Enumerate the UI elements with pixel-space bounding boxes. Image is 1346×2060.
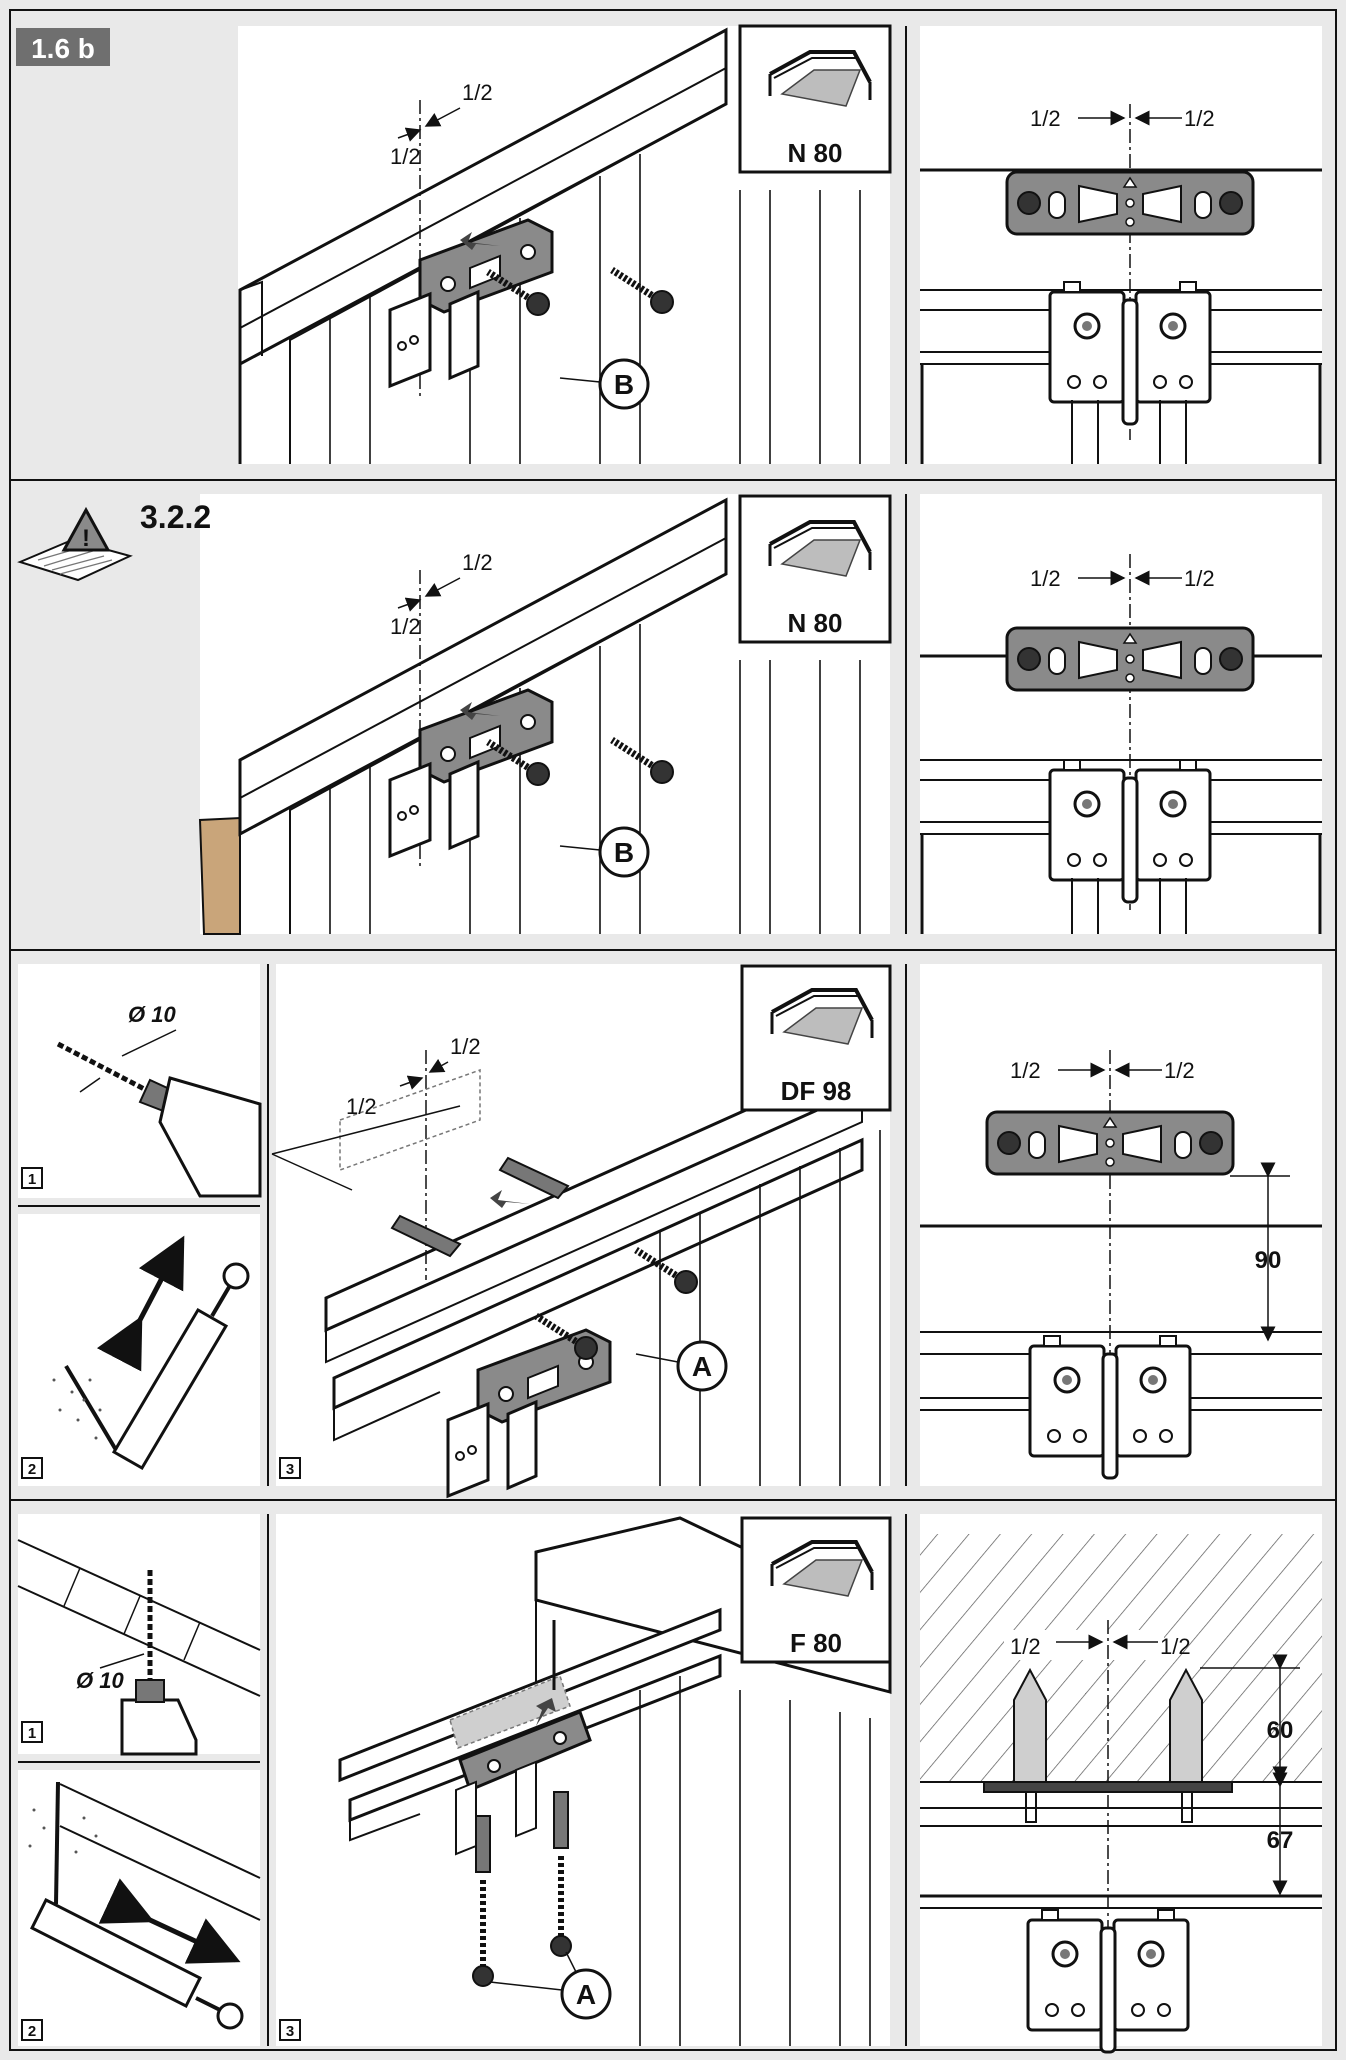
drill-illustration [17, 1539, 261, 1756]
rail-illustration [198, 497, 861, 935]
step-number: 1 [28, 1725, 36, 1742]
detail-half-right: 1/2 [1164, 1058, 1195, 1083]
profile-label: DF 98 [781, 1076, 852, 1106]
rail-illustration [238, 27, 861, 464]
step-number: 2 [28, 2023, 36, 2040]
detail-half-right: 1/2 [1184, 566, 1215, 591]
panel-3: Ø 10 1 2 [18, 964, 1322, 1498]
detail-half-right: 1/2 [1160, 1634, 1191, 1659]
half-left-label: 1/2 [390, 614, 421, 639]
detail-half-left: 1/2 [1030, 106, 1061, 131]
step-number: 3 [286, 1461, 294, 1478]
dimension-67: 67 [1267, 1827, 1294, 1854]
callout-circle [598, 358, 650, 410]
panel-1: 1.6 b 1/2 1/2 B [16, 24, 1322, 464]
detail-half-right: 1/2 [1184, 106, 1215, 131]
callout-circle [676, 1340, 728, 1392]
drill-diameter: Ø 10 [76, 1668, 124, 1693]
panel-4: Ø 10 1 2 [17, 1514, 1322, 2054]
warning-icon: ! [17, 506, 133, 582]
callout-label: A [576, 1979, 596, 2010]
drill-diameter: Ø 10 [128, 1002, 176, 1027]
blower-illustration [28, 1781, 261, 2030]
half-right-label: 1/2 [450, 1034, 481, 1059]
half-left-label: 1/2 [346, 1094, 377, 1119]
drill-illustration [56, 1041, 262, 1198]
half-right-label: 1/2 [462, 80, 493, 105]
rail-illustration [271, 1050, 881, 1498]
warning-reference: 3.2.2 [140, 499, 211, 535]
profile-label: N 80 [788, 138, 843, 168]
half-right-label: 1/2 [462, 550, 493, 575]
half-left-label: 1/2 [390, 144, 421, 169]
detail-half-left: 1/2 [1010, 1634, 1041, 1659]
callout-circle [560, 1968, 612, 2020]
step-number: 2 [28, 1461, 36, 1478]
dimension-90: 90 [1255, 1247, 1282, 1274]
section-label: 1.6 b [31, 33, 95, 64]
profile-label: N 80 [788, 608, 843, 638]
step-number: 1 [28, 1171, 36, 1188]
blower-illustration [52, 1235, 250, 1471]
detail-view: 1/2 1/2 [920, 554, 1322, 934]
callout-label: B [614, 369, 634, 400]
detail-half-left: 1/2 [1030, 566, 1061, 591]
svg-text:!: ! [82, 525, 90, 552]
callout-circle [598, 826, 650, 878]
detail-half-left: 1/2 [1010, 1058, 1041, 1083]
step-number: 3 [286, 2023, 294, 2040]
callout-label: B [614, 837, 634, 868]
panel-2: ! 3.2.2 1/2 1/2 B [17, 494, 1322, 935]
detail-view: 1/2 1/2 90 [920, 1050, 1322, 1480]
dimension-60: 60 [1267, 1717, 1294, 1744]
detail-view: 1/2 1/2 [920, 104, 1322, 464]
profile-label: F 80 [790, 1628, 842, 1658]
detail-view: 1/2 1/2 60 67 [920, 1534, 1322, 2054]
section-badge [16, 28, 110, 66]
callout-label: A [692, 1351, 712, 1382]
